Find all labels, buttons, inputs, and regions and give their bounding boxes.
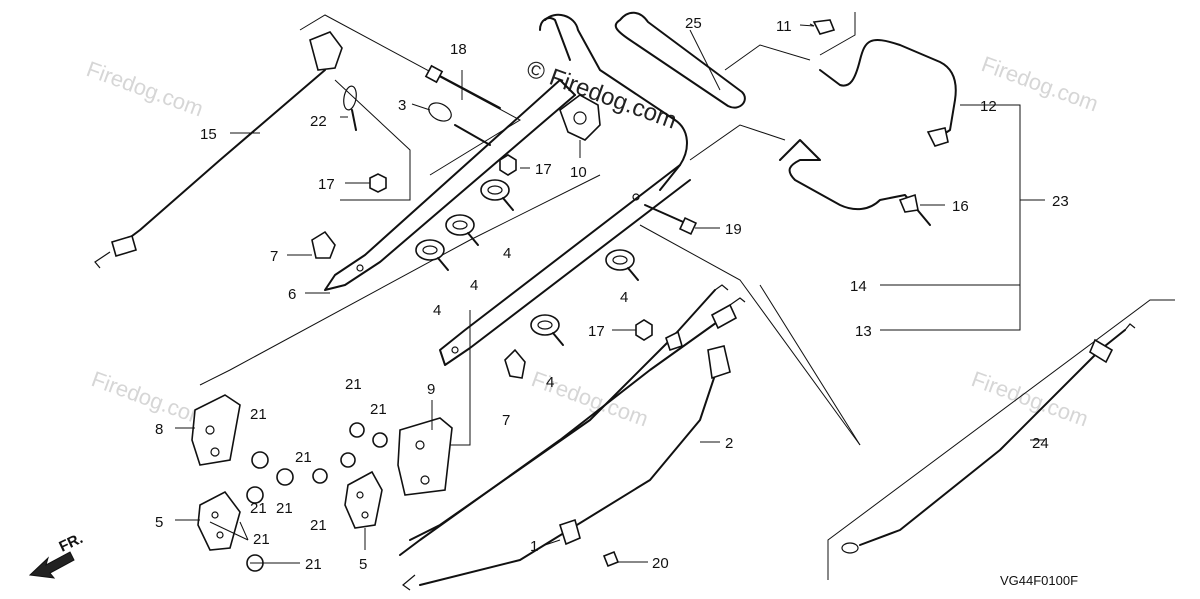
handle-lock-lever xyxy=(559,94,601,141)
callout-21: 21 xyxy=(310,517,327,534)
watermark: Firedog.com xyxy=(978,51,1101,116)
cable-24 xyxy=(841,323,1136,554)
clip-1 xyxy=(559,518,581,546)
callout-leaders xyxy=(175,24,1045,564)
control-bail-12 xyxy=(819,39,957,147)
callout-7: 7 xyxy=(270,248,278,265)
callout-4: 4 xyxy=(546,374,554,391)
assembly-reference-lines xyxy=(199,12,1175,580)
upper-handle xyxy=(539,11,746,191)
bracket-5-right xyxy=(344,470,383,529)
callout-16: 16 xyxy=(952,198,969,215)
bracket-8 xyxy=(191,394,241,466)
callout-4: 4 xyxy=(433,302,441,319)
callout-9: 9 xyxy=(427,381,435,398)
bolt-19 xyxy=(644,204,698,236)
callout-13: 13 xyxy=(855,323,872,340)
callout-3: 3 xyxy=(398,97,406,114)
callout-5: 5 xyxy=(155,514,163,531)
callout-21: 21 xyxy=(276,500,293,517)
front-direction-label: FR. xyxy=(57,530,86,556)
bracket-5-left xyxy=(197,490,241,551)
callout-21: 21 xyxy=(253,531,270,548)
callout-24: 24 xyxy=(1032,435,1049,452)
callout-4: 4 xyxy=(503,245,511,262)
knobs-7 xyxy=(311,230,526,379)
cable-2 xyxy=(402,345,731,591)
screw-20 xyxy=(602,550,620,568)
callout-11: 11 xyxy=(776,18,792,35)
callout-17: 17 xyxy=(588,323,605,340)
bracket-9 xyxy=(397,417,453,496)
nuts-17 xyxy=(369,154,653,341)
callout-22: 22 xyxy=(310,113,327,130)
clip-11 xyxy=(809,19,836,35)
callout-17: 17 xyxy=(318,176,335,193)
bolt-3 xyxy=(428,102,491,146)
callout-7: 7 xyxy=(502,412,510,429)
callout-6: 6 xyxy=(288,286,296,303)
watermark: Firedog.com xyxy=(83,56,206,121)
callout-4: 4 xyxy=(470,277,478,294)
callout-20: 20 xyxy=(652,555,669,572)
callout-21: 21 xyxy=(295,449,312,466)
callout-10: 10 xyxy=(570,164,587,181)
callout-5: 5 xyxy=(359,556,367,573)
callout-12: 12 xyxy=(980,98,997,115)
eye-bolt-22 xyxy=(343,85,357,131)
callout-21: 21 xyxy=(250,406,267,423)
callout-25: 25 xyxy=(685,15,702,32)
copyright-watermark: © Firedog.com xyxy=(523,55,680,134)
control-cable-14 xyxy=(409,284,729,541)
callout-2: 2 xyxy=(725,435,733,452)
callout-21: 21 xyxy=(250,500,267,517)
control-bail-16 xyxy=(779,139,931,226)
callout-23: 23 xyxy=(1052,193,1069,210)
callout-14: 14 xyxy=(850,278,867,295)
callout-8: 8 xyxy=(155,421,163,438)
callout-21: 21 xyxy=(370,401,387,418)
callout-4: 4 xyxy=(620,289,628,306)
front-direction-arrow: FR. xyxy=(28,530,86,579)
callout-15: 15 xyxy=(200,126,217,143)
cable-clamps xyxy=(415,179,639,346)
bolt-18 xyxy=(424,64,501,109)
callout-labels: 1 2 3 4 4 4 4 4 4 4 5 5 6 7 7 8 9 10 11 … xyxy=(155,15,1069,573)
callout-19: 19 xyxy=(725,221,742,238)
callout-18: 18 xyxy=(450,41,467,58)
callout-21: 21 xyxy=(305,556,322,573)
diagram-code: VG44F0100F xyxy=(1000,573,1078,588)
lower-handle xyxy=(324,79,691,366)
callout-17: 17 xyxy=(535,161,552,178)
callout-21: 21 xyxy=(345,376,362,393)
cable-15 xyxy=(94,31,343,269)
callout-1: 1 xyxy=(530,538,538,555)
